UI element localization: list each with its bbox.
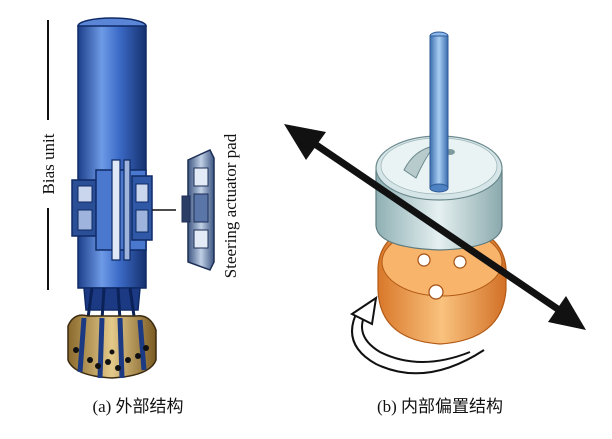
rotation-arrow	[350, 295, 485, 375]
drive-shaft	[429, 31, 449, 193]
drill-bit	[67, 314, 157, 379]
steering-actuator-pad-label: Steering actuator pad	[221, 133, 240, 278]
disc-hole-2	[453, 255, 467, 269]
bias-unit-label: Bias unit	[39, 133, 58, 194]
disc-hole-1	[417, 253, 431, 267]
pad-assembly-on-body	[71, 159, 153, 261]
caption-a: (a) 外部结构	[92, 397, 183, 416]
bias-direction-arrow	[284, 124, 586, 330]
steering-actuator-pad	[181, 149, 215, 271]
disc-hole-3	[428, 284, 444, 300]
caption-b: (b) 内部偏置结构	[377, 397, 503, 416]
